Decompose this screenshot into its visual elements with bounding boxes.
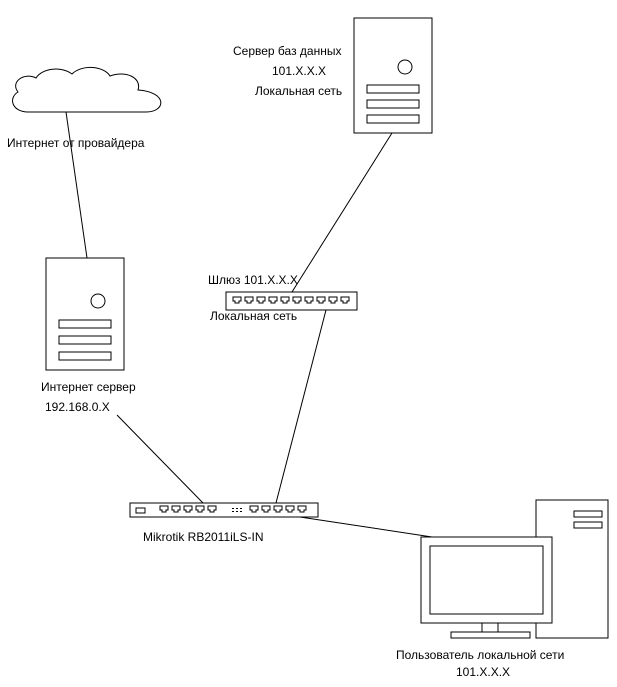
link-internet-server-router (116, 414, 204, 504)
user-address: 101.X.X.X (456, 665, 511, 679)
ethernet-port-icon (183, 505, 193, 513)
db-server-address: 101.X.X.X (272, 64, 327, 78)
db-server-network: Локальная сеть (255, 84, 343, 98)
internet-label: Интернет от провайдера (7, 136, 145, 150)
ethernet-port-icon (268, 296, 278, 304)
router-label: Mikrotik RB2011iLS-IN (143, 530, 264, 544)
workstation-icon (420, 499, 609, 639)
ethernet-port-icon (244, 296, 254, 304)
cloud-icon (12, 67, 162, 113)
gateway-network: Локальная сеть (210, 309, 298, 323)
ethernet-port-icon (297, 505, 307, 513)
ethernet-port-icon (280, 296, 290, 304)
gateway-name: Шлюз 101.X.X.X (208, 273, 298, 287)
link-cloud-internet-server (65, 111, 88, 259)
internet-server-address: 192.168.0.X (45, 400, 110, 414)
db-server-name: Сервер баз данных (233, 44, 342, 58)
ethernet-port-icon (256, 296, 266, 304)
link-gateway-router (275, 309, 327, 504)
ethernet-port-icon (207, 505, 217, 513)
ethernet-port-icon (159, 505, 169, 513)
ethernet-port-icon (261, 505, 271, 513)
ethernet-port-icon (304, 296, 314, 304)
ethernet-port-icon (273, 505, 283, 513)
db-server-icon (353, 17, 433, 134)
link-router-user (299, 516, 433, 538)
ethernet-port-icon (232, 296, 242, 304)
router-icon (129, 502, 319, 518)
ethernet-port-icon (340, 296, 350, 304)
ethernet-port-icon (195, 505, 205, 513)
ethernet-port-icon (292, 296, 302, 304)
ethernet-port-icon (316, 296, 326, 304)
internet-server-icon (45, 257, 125, 371)
ethernet-port-icon (328, 296, 338, 304)
ethernet-port-icon (285, 505, 295, 513)
ethernet-port-icon (249, 505, 259, 513)
user-name: Пользователь локальной сети (396, 648, 565, 662)
gateway-switch-icon (225, 291, 358, 311)
ethernet-port-icon (171, 505, 181, 513)
link-db-server-gateway (291, 132, 393, 293)
internet-server-name: Интернет сервер (41, 380, 136, 394)
